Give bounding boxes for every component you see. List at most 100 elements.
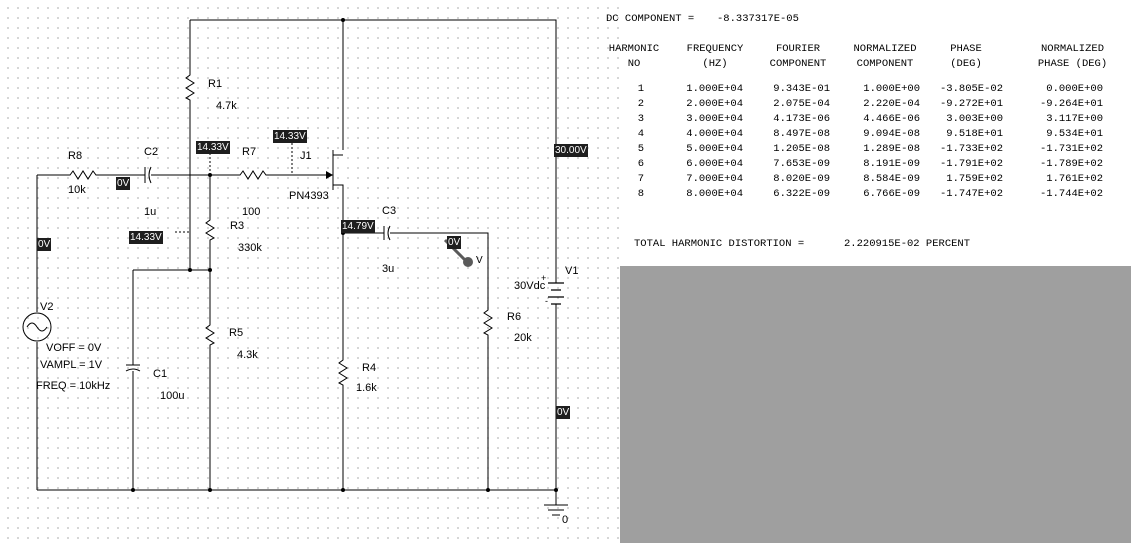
r7-wire — [151, 170, 300, 180]
table-cell-frequency: 8.000E+04 — [686, 188, 743, 200]
table-cell-normalized-phase: -1.731E+02 — [1039, 143, 1103, 155]
header-harmonic: HARMONIC — [608, 43, 660, 55]
table-cell-fourier-component: 8.020E-09 — [773, 173, 830, 185]
table-cell-normalized-component: 2.220E-04 — [863, 98, 920, 110]
thd-label: TOTAL HARMONIC DISTORTION = — [634, 238, 805, 250]
c3-name: C3 — [382, 205, 397, 217]
table-cell-normalized-component: 8.191E-09 — [863, 158, 920, 170]
table-cell-harmonic-no: 8 — [637, 188, 644, 200]
table-cell-phase: 1.759E+02 — [946, 173, 1003, 185]
header-phase-sub: (DEG) — [950, 58, 982, 70]
table-cell-frequency: 3.000E+04 — [686, 113, 743, 125]
table-cell-normalized-phase: -9.264E+01 — [1039, 98, 1103, 110]
table-cell-harmonic-no: 3 — [637, 113, 644, 125]
table-cell-phase: -1.747E+02 — [939, 188, 1003, 200]
r5-name: R5 — [229, 327, 244, 339]
dc-component-value: -8.337317E-05 — [717, 13, 799, 25]
c1-name: C1 — [153, 368, 168, 380]
r4-name: R4 — [362, 362, 377, 374]
table-cell-phase: 3.003E+00 — [946, 113, 1003, 125]
table-cell-harmonic-no: 2 — [637, 98, 644, 110]
c1-plates — [125, 364, 141, 372]
header-normalized-phase-sub: PHASE (DEG) — [1037, 58, 1108, 70]
voltage-tag-v2-top[interactable]: 0V — [37, 238, 52, 251]
fourier-analysis-report: DC COMPONENT = -8.337317E-05 HARMONIC NO… — [606, 0, 1131, 266]
table-cell-normalized-phase: 0.000E+00 — [1046, 83, 1103, 95]
table-cell-normalized-component: 4.466E-06 — [863, 113, 920, 125]
table-cell-normalized-component: 8.584E-09 — [863, 173, 920, 185]
c3-value: 3u — [382, 263, 395, 275]
table-cell-normalized-phase: 3.117E+00 — [1046, 113, 1103, 125]
thd-value: 2.220915E-02 PERCENT — [844, 238, 971, 250]
header-normalized-phase: NORMALIZED — [1040, 43, 1104, 55]
r6-value: 20k — [514, 332, 532, 344]
header-frequency-sub: (HZ) — [702, 58, 728, 70]
table-cell-harmonic-no: 1 — [637, 83, 644, 95]
schematic-canvas[interactable]: R1 4.7k R8 10k C2 1u R7 100 J1 PN4393 R3… — [0, 0, 620, 543]
r8-name: R8 — [68, 150, 83, 162]
table-cell-normalized-phase: 1.761E+02 — [1046, 173, 1103, 185]
v2-name: V2 — [40, 301, 54, 313]
table-cell-frequency: 5.000E+04 — [686, 143, 743, 155]
table-cell-frequency: 1.000E+04 — [686, 83, 743, 95]
voltage-tag-gate-node[interactable]: 14.33V — [196, 141, 230, 154]
r1-wire — [184, 20, 195, 270]
header-harmonic-sub: NO — [627, 58, 641, 70]
v2-source-symbol — [22, 312, 52, 342]
table-cell-fourier-component: 1.205E-08 — [773, 143, 830, 155]
table-cell-fourier-component: 9.343E-01 — [773, 83, 830, 95]
r3-value: 330k — [238, 242, 262, 254]
voltage-tag-supply-top[interactable]: 30.00V — [554, 144, 588, 157]
v2-vampl: VAMPL = 1V — [40, 359, 103, 371]
table-cell-phase: -9.272E+01 — [939, 98, 1003, 110]
table-cell-fourier-component: 7.653E-09 — [773, 158, 830, 170]
header-fourier-sub: COMPONENT — [769, 58, 827, 70]
v1-minus-sign: - — [545, 296, 548, 306]
voltage-tag-supply-bottom[interactable]: 0V — [556, 406, 571, 419]
r3-name: R3 — [230, 220, 245, 232]
table-cell-fourier-component: 6.322E-09 — [773, 188, 830, 200]
table-cell-normalized-component: 9.094E-08 — [863, 128, 920, 140]
j1-name: J1 — [300, 150, 312, 162]
r7-value: 100 — [242, 206, 261, 218]
table-cell-normalized-phase: -1.744E+02 — [1039, 188, 1103, 200]
r5-value: 4.3k — [237, 349, 258, 361]
ground-label: 0 — [562, 514, 569, 526]
r8-wire — [37, 170, 145, 180]
table-cell-frequency: 2.000E+04 — [686, 98, 743, 110]
c2-name: C2 — [144, 146, 159, 158]
voltage-tag-jfet-gate[interactable]: 14.33V — [273, 130, 307, 143]
r4-value: 1.6k — [356, 382, 377, 394]
voltage-tag-output[interactable]: 0V — [447, 236, 462, 249]
v1-name: V1 — [565, 265, 579, 277]
c2-value: 1u — [144, 206, 157, 218]
table-cell-harmonic-no: 6 — [637, 158, 644, 170]
v2-voff: VOFF = 0V — [46, 342, 102, 354]
header-phase: PHASE — [950, 43, 982, 55]
table-cell-phase: 9.518E+01 — [946, 128, 1003, 140]
table-cell-fourier-component: 8.497E-08 — [773, 128, 830, 140]
empty-panel-area — [620, 266, 1131, 543]
header-fourier: FOURIER — [775, 43, 821, 55]
table-cell-normalized-phase: 9.534E+01 — [1046, 128, 1103, 140]
ground-symbol — [544, 504, 568, 516]
r8-value: 10k — [68, 184, 86, 196]
voltage-tag-c2-left[interactable]: 0V — [116, 177, 131, 190]
voltage-tag-source[interactable]: 14.79V — [341, 220, 375, 233]
voltage-tag-r3-node[interactable]: 14.33V — [129, 231, 163, 244]
table-cell-harmonic-no: 7 — [637, 173, 644, 185]
r4-wire — [337, 235, 348, 490]
v2-freq: FREQ = 10kHz — [36, 380, 111, 392]
table-cell-fourier-component: 2.075E-04 — [773, 98, 830, 110]
v1-value: 30Vdc — [514, 280, 546, 292]
table-cell-frequency: 7.000E+04 — [686, 173, 743, 185]
table-cell-fourier-component: 4.173E-06 — [773, 113, 830, 125]
table-cell-normalized-component: 1.289E-08 — [863, 143, 920, 155]
header-normalized: NORMALIZED — [853, 43, 917, 55]
header-frequency: FREQUENCY — [686, 43, 744, 55]
table-cell-normalized-component: 6.766E-09 — [863, 188, 920, 200]
j1-model: PN4393 — [289, 190, 329, 202]
c3-plates — [383, 225, 391, 241]
table-cell-normalized-phase: -1.789E+02 — [1039, 158, 1103, 170]
c2-plates — [144, 166, 152, 184]
